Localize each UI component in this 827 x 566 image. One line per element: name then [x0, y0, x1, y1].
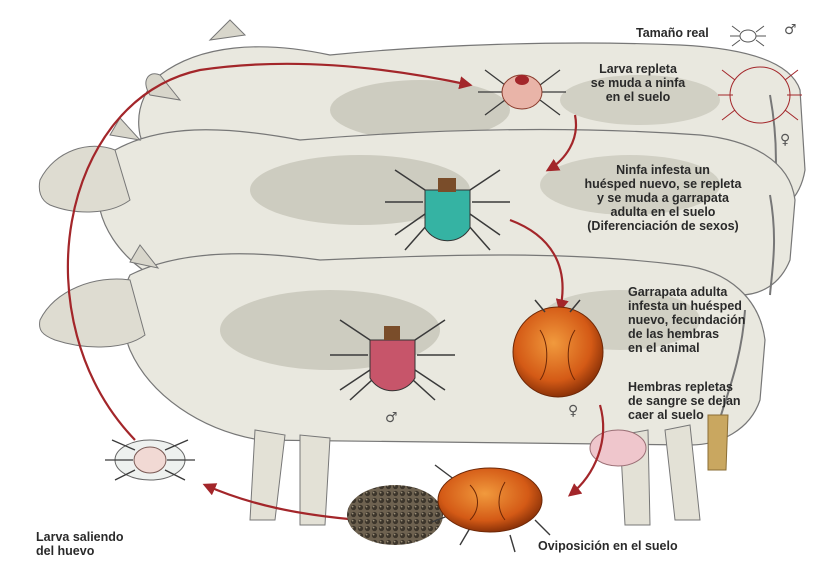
arrow-eggs-to-larva — [205, 485, 360, 520]
female-symbol-top: ♀ — [780, 132, 790, 148]
hatching-larva — [105, 440, 195, 480]
label-adult: Garrapata adulta infesta un huésped nuev… — [628, 285, 778, 355]
female-symbol-adult: ♀ — [568, 403, 578, 419]
male-symbol-adult: ♂ — [385, 410, 398, 426]
label-oviposition: Oviposición en el suelo — [538, 539, 738, 553]
label-nymph: Ninfa infesta un huésped nuevo, se reple… — [548, 163, 778, 233]
label-real-size: Tamaño real — [636, 26, 736, 40]
oviposition-female-and-eggs — [347, 465, 550, 552]
label-females-drop: Hembras repletas de sangre se dejan caer… — [628, 380, 778, 422]
male-symbol-top: ♂ — [784, 22, 797, 38]
label-larva-engorged: Larva repleta se muda a ninfa en el suel… — [568, 62, 708, 104]
label-larva-hatching: Larva saliendo del huevo — [36, 530, 146, 558]
